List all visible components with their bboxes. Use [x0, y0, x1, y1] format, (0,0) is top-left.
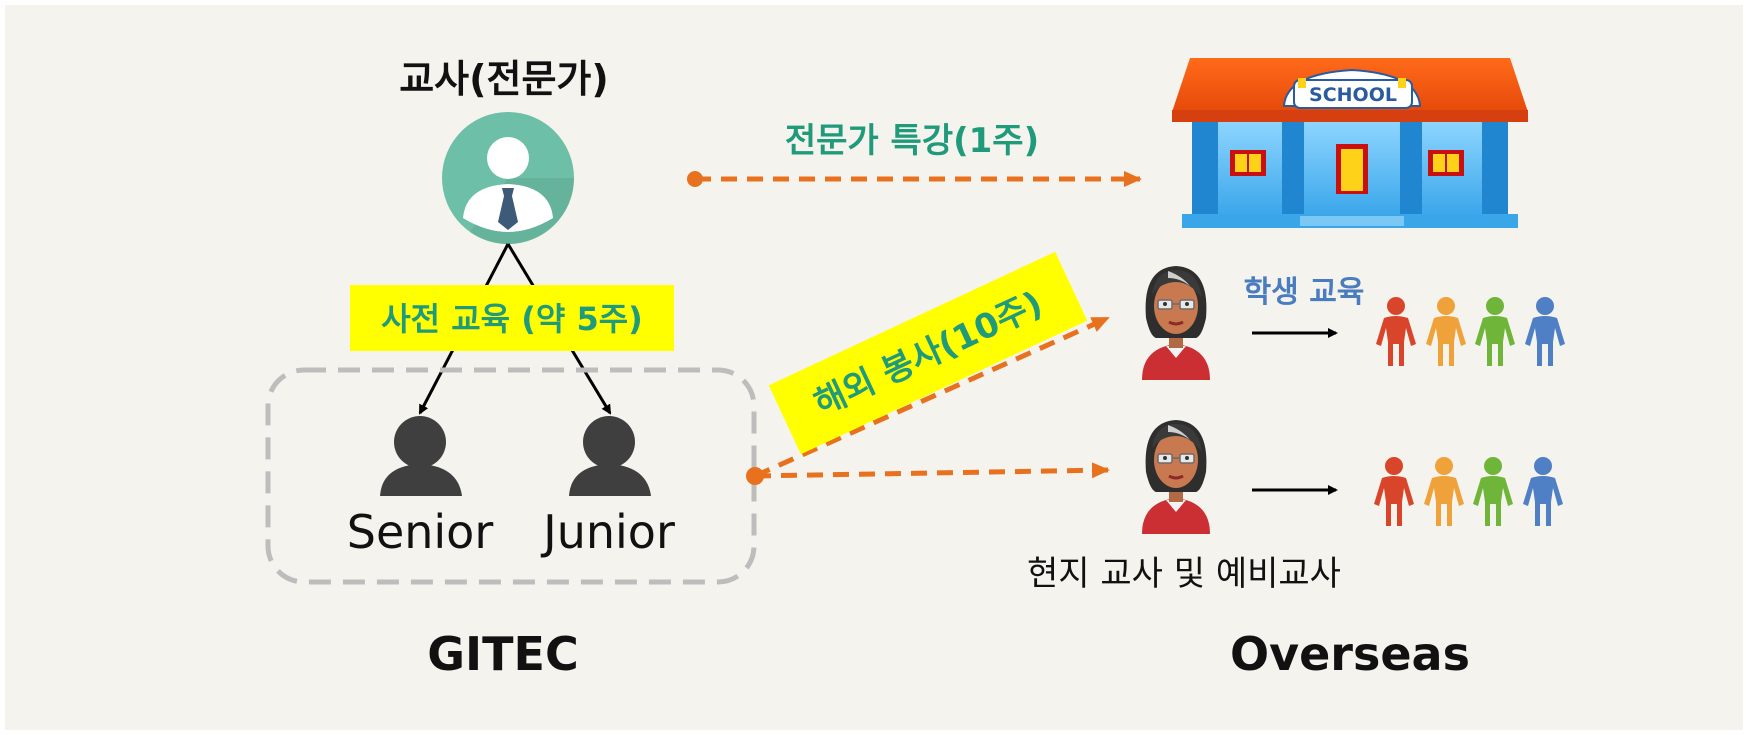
gitec-group-box	[265, 367, 757, 585]
education-arrows	[1252, 328, 1338, 495]
junior-label: Junior	[540, 505, 675, 559]
teacher-title: 교사(전문가)	[399, 57, 609, 101]
senior-person-icon	[380, 416, 462, 496]
local-teacher-icon-bottom	[1140, 418, 1212, 536]
pre-training-label: 사전 교육 (약 5주)	[381, 300, 643, 338]
overseas-label: Overseas	[1230, 627, 1470, 681]
expert-lecture-arrow	[687, 171, 1142, 187]
school-icon: SCHOOL	[1172, 58, 1528, 228]
local-teachers-label: 현지 교사 및 예비교사	[1027, 554, 1341, 594]
gitec-label: GITEC	[427, 627, 578, 681]
pre-training-box	[350, 285, 674, 351]
local-teacher-icon-top	[1140, 264, 1212, 382]
overseas-volunteer-arrows	[746, 315, 1110, 485]
senior-label: Senior	[347, 505, 494, 559]
student-education-label: 학생 교육	[1244, 275, 1365, 310]
expert-lecture-label: 전문가 특강(1주)	[785, 121, 1039, 161]
junior-person-icon	[569, 416, 651, 496]
teacher-icon	[442, 112, 574, 245]
school-sign-text: SCHOOL	[1309, 84, 1397, 106]
